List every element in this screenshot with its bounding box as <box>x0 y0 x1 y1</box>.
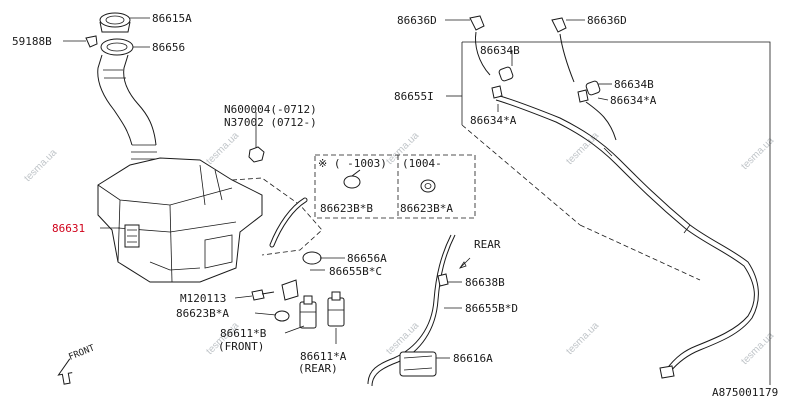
washer-tank-assembly[interactable] <box>85 12 323 283</box>
rear-pump-shape[interactable] <box>327 297 345 327</box>
watermark: tesma.ua <box>739 330 776 367</box>
label-rear-paren: (REAR) <box>298 362 338 375</box>
watermark: tesma.ua <box>564 320 601 357</box>
watermark: tesma.ua <box>739 135 776 172</box>
nozzle-right-shape[interactable] <box>551 17 567 33</box>
clip-shape[interactable] <box>85 35 98 48</box>
grommet-shape[interactable] <box>302 251 322 265</box>
grommet-option-b-shape[interactable] <box>343 175 361 189</box>
nozzle-left-shape[interactable] <box>469 15 485 31</box>
label-86623B-B[interactable]: 86623B*B <box>320 202 373 215</box>
watermark: tesma.ua <box>22 147 59 184</box>
option-box <box>314 154 476 219</box>
joint-left-shape[interactable] <box>498 66 514 82</box>
washer-tank-shape[interactable] <box>97 157 263 283</box>
label-86611B[interactable]: 86611*B <box>220 327 267 340</box>
grommet-lower-shape[interactable] <box>274 310 290 322</box>
label-rear: REAR <box>474 238 501 251</box>
label-86634B-left[interactable]: 86634B <box>480 44 520 57</box>
label-n37002[interactable]: N37002 (0712-) <box>224 116 317 129</box>
label-86631[interactable]: 86631 <box>52 222 85 235</box>
label-86636D-right[interactable]: 86636D <box>587 14 627 27</box>
label-86611A[interactable]: 86611*A <box>300 350 347 363</box>
leader-lines <box>63 17 612 359</box>
washer-pump-group[interactable] <box>251 197 345 329</box>
labels: 86615A 59188B 86656 N600004(-0712) N3700… <box>12 12 778 399</box>
joint-right-shape[interactable] <box>585 80 601 96</box>
label-front-paren: (FRONT) <box>218 340 264 353</box>
watermark: tesma.ua <box>564 130 601 167</box>
label-86655B-C[interactable]: 86655B*C <box>329 265 382 278</box>
front-pump-shape[interactable] <box>299 301 317 329</box>
label-86634B-right[interactable]: 86634B <box>614 78 654 91</box>
grommet-option-a-shape[interactable] <box>420 179 436 193</box>
label-86634A-right[interactable]: 86634*A <box>610 94 657 107</box>
label-n600004[interactable]: N600004(-0712) <box>224 103 317 116</box>
nut-shape[interactable] <box>248 146 265 163</box>
label-86638B[interactable]: 86638B <box>465 276 505 289</box>
label-86655I[interactable]: 86655I <box>394 90 434 103</box>
label-86623B-A[interactable]: 86623B*A <box>176 307 229 320</box>
filler-cap-shape[interactable] <box>99 12 131 28</box>
rear-hose-group[interactable] <box>461 15 771 385</box>
label-86615A[interactable]: 86615A <box>152 12 192 25</box>
label-m120113[interactable]: M120113 <box>180 292 226 305</box>
option-left-label: ※ ( -1003) <box>318 157 387 170</box>
label-86655B-D[interactable]: 86655B*D <box>465 302 518 315</box>
hose-clip-shape[interactable] <box>399 351 437 377</box>
filler-seal-shape[interactable] <box>100 38 134 56</box>
front-arrow-label: FRONT <box>67 343 96 363</box>
label-86634A-left[interactable]: 86634*A <box>470 114 517 127</box>
front-arrow <box>57 358 73 385</box>
label-86623B-A-option[interactable]: 86623B*A <box>400 202 453 215</box>
label-86656[interactable]: 86656 <box>152 41 185 54</box>
label-86636D-left[interactable]: 86636D <box>397 14 437 27</box>
rear-direction-group <box>367 234 471 387</box>
option-right-label: (1004- <box>402 157 442 170</box>
label-86616A[interactable]: 86616A <box>453 352 493 365</box>
watermark: tesma.ua <box>204 130 241 167</box>
label-86656A[interactable]: 86656A <box>347 252 387 265</box>
diagram-id: A875001179 <box>712 386 778 399</box>
bolt-shape[interactable] <box>251 289 265 301</box>
label-59188B[interactable]: 59188B <box>12 35 52 48</box>
